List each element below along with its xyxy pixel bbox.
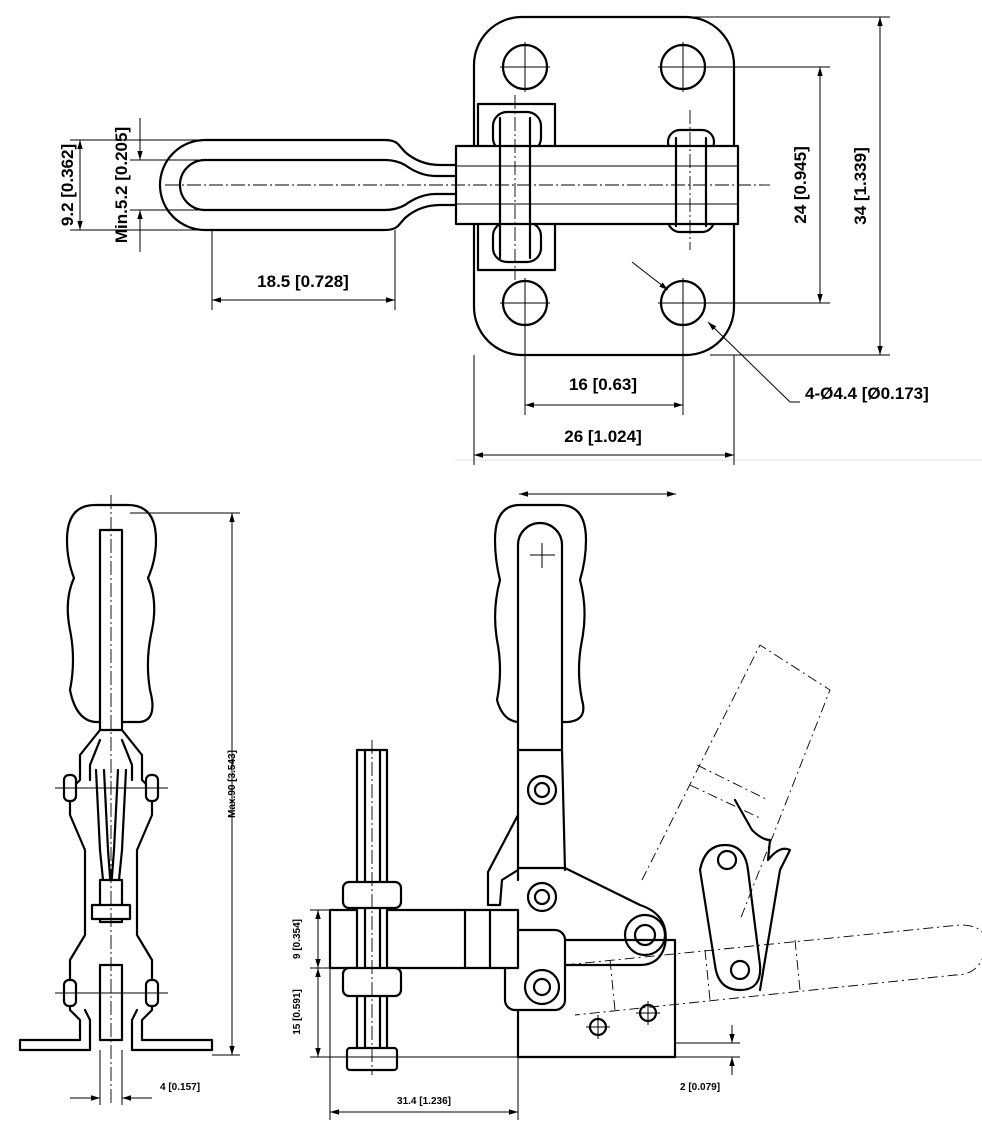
handle-loop (158, 138, 458, 232)
dim-handle-width: 9.2 [0.362] (58, 144, 77, 226)
top-view: 9.2 [0.362] Min.5.2 [0.205] 18.5 [0.728]… (58, 15, 982, 465)
dim-max-height: Max.90 [3.543] (227, 750, 238, 818)
side-view: 9 [0.354] 15 [0.591] 31.4 [1.236] 2 [0.0… (292, 491, 982, 1120)
grip-front (65, 503, 158, 724)
dim-offset: 2 [0.079] (680, 1082, 720, 1093)
dim-reach: 31.4 [1.236] (397, 1096, 451, 1107)
dim-loop-length: 18.5 [0.728] (257, 272, 349, 291)
dim-hole-spacing-y: 24 [0.945] (791, 146, 810, 224)
dim-holes: 4-Ø4.4 [Ø0.173] (805, 384, 929, 403)
dim-min-opening: Min.5.2 [0.205] (112, 127, 131, 243)
dim-spindle-block: 9 [0.354] (292, 919, 303, 959)
grip-side (493, 503, 588, 724)
dim-hole-spacing-x: 16 [0.63] (569, 375, 637, 394)
dim-thickness: 4 [0.157] (160, 1082, 200, 1093)
front-view: Max.90 [3.543] 4 [0.157] (18, 495, 240, 1105)
dim-base-height: 34 [1.339] (851, 147, 870, 225)
dim-spindle-height: 15 [0.591] (292, 989, 303, 1035)
dim-base-width: 26 [1.024] (564, 427, 642, 446)
